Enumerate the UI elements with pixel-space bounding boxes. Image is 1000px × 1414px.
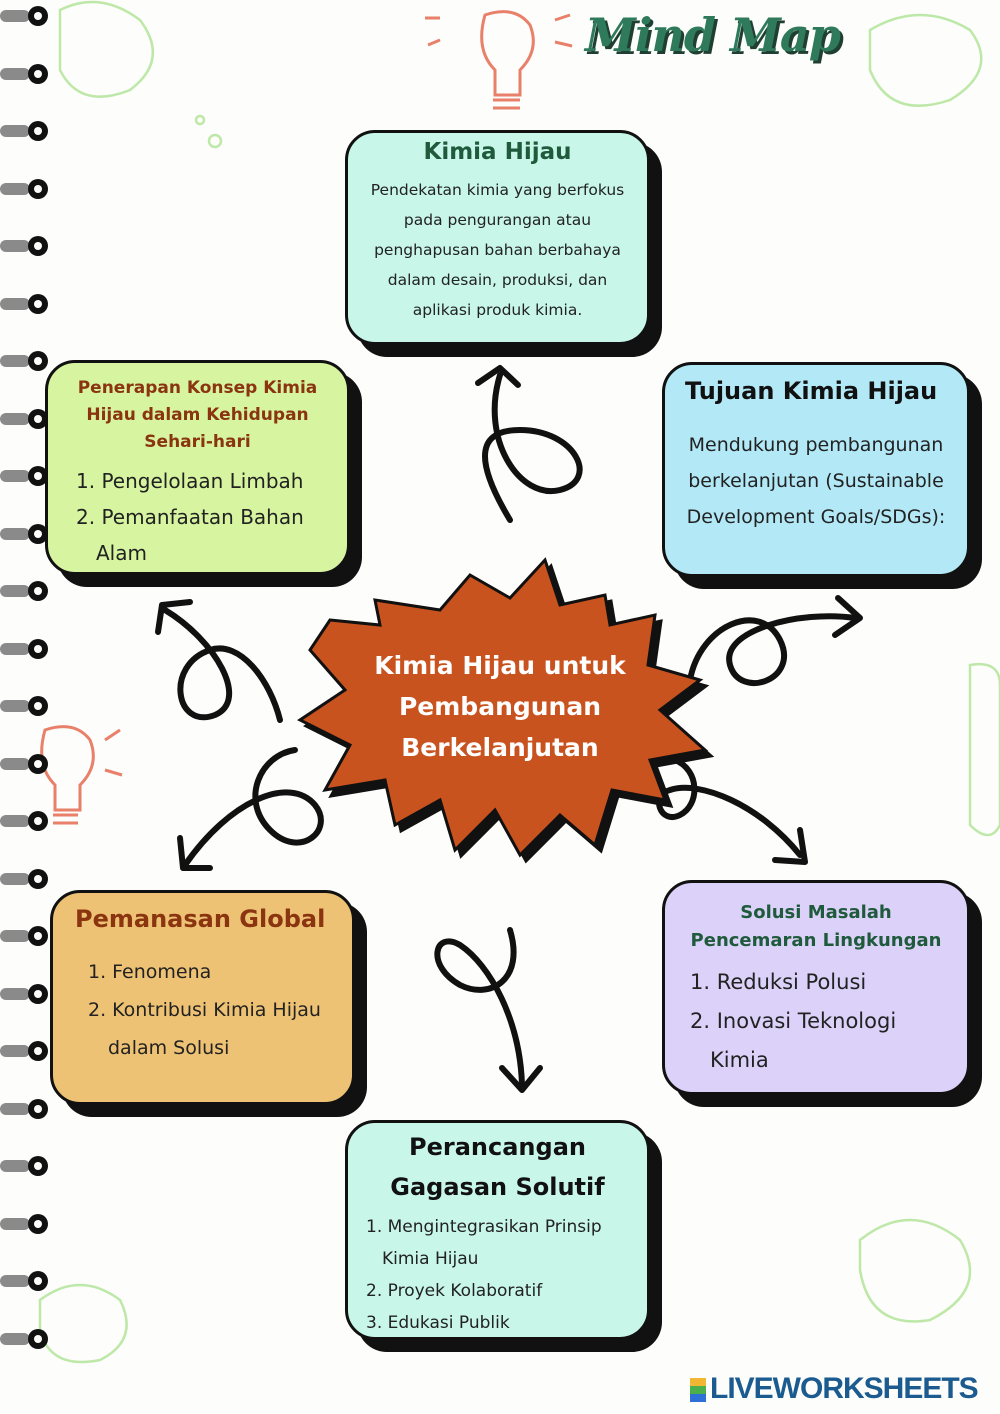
list-item: 1. Pengelolaan Limbah	[76, 463, 304, 499]
box-pemanasan-global: Pemanasan Global 1. Fenomena 2. Kontribu…	[50, 890, 355, 1105]
title-line: Gagasan Solutif	[348, 1167, 647, 1207]
desc-line: Development Goals/SDGs):	[671, 499, 961, 535]
center-line-1: Kimia Hijau untuk	[370, 645, 630, 686]
arrow-downright-icon	[659, 760, 805, 862]
list-item: Kimia Hijau	[366, 1243, 602, 1275]
title-line: Solusi Masalah	[665, 899, 967, 927]
list-item: 2. Proyek Kolaboratif	[366, 1275, 602, 1307]
list-item: Kimia	[690, 1041, 896, 1080]
list-item: 3. Edukasi Publik	[366, 1307, 602, 1339]
title-line: Penerapan Konsep Kimia	[48, 375, 347, 402]
list-item: 2. Inovasi Teknologi	[690, 1002, 896, 1041]
brand-icon	[690, 1378, 706, 1402]
box-tujuan: Tujuan Kimia Hijau Mendukung pembangunan…	[662, 362, 970, 577]
box-list: 1. Fenomena 2. Kontribusi Kimia Hijau da…	[88, 953, 321, 1067]
box-list: 1. Pengelolaan Limbah 2. Pemanfaatan Bah…	[76, 463, 304, 571]
box-title: Solusi Masalah Pencemaran Lingkungan	[665, 899, 967, 955]
box-kimia-hijau: Kimia Hijau Pendekatan kimia yang berfok…	[345, 130, 650, 345]
title-line: Perancangan	[348, 1127, 647, 1167]
arrow-up-icon	[478, 368, 580, 520]
title-line: Sehari-hari	[48, 429, 347, 456]
arrow-upright-icon	[690, 598, 860, 683]
box-solusi: Solusi Masalah Pencemaran Lingkungan 1. …	[662, 880, 970, 1095]
box-title: Pemanasan Global	[75, 905, 352, 933]
arrow-upleft-icon	[158, 602, 280, 720]
arrow-down-icon	[437, 930, 540, 1090]
desc-line: Mendukung pembangunan	[671, 427, 961, 463]
box-penerapan: Penerapan Konsep Kimia Hijau dalam Kehid…	[45, 360, 350, 575]
arrow-downleft-icon	[180, 750, 321, 868]
list-item: 2. Pemanfaatan Bahan	[76, 499, 304, 535]
desc-line: pada pengurangan atau	[356, 205, 639, 235]
desc-line: Pendekatan kimia yang berfokus	[356, 175, 639, 205]
title-line: Pencemaran Lingkungan	[665, 927, 967, 955]
box-list: 1. Reduksi Polusi 2. Inovasi Teknologi K…	[690, 963, 896, 1080]
list-item: dalam Solusi	[88, 1029, 321, 1067]
box-title: Penerapan Konsep Kimia Hijau dalam Kehid…	[48, 375, 347, 456]
center-line-2: Pembangunan	[370, 686, 630, 727]
desc-line: berkelanjutan (Sustainable	[671, 463, 961, 499]
brand-text: LIVEWORKSHEETS	[710, 1372, 978, 1405]
desc-line: penghapusan bahan berbahaya	[356, 235, 639, 265]
center-topic: Kimia Hijau untuk Pembangunan Berkelanju…	[370, 645, 630, 768]
box-title: Perancangan Gagasan Solutif	[348, 1127, 647, 1207]
box-perancangan: Perancangan Gagasan Solutif 1. Menginteg…	[345, 1120, 650, 1340]
list-item: Alam	[76, 535, 304, 571]
box-list: 1. Mengintegrasikan Prinsip Kimia Hijau …	[366, 1211, 602, 1339]
list-item: 1. Reduksi Polusi	[690, 963, 896, 1002]
box-title: Tujuan Kimia Hijau	[685, 377, 967, 405]
box-description: Pendekatan kimia yang berfokus pada peng…	[356, 175, 639, 325]
desc-line: aplikasi produk kimia.	[356, 295, 639, 325]
center-line-3: Berkelanjutan	[370, 727, 630, 768]
list-item: 1. Mengintegrasikan Prinsip	[366, 1211, 602, 1243]
list-item: 2. Kontribusi Kimia Hijau	[88, 991, 321, 1029]
box-title: Kimia Hijau	[348, 139, 647, 165]
title-line: Hijau dalam Kehidupan	[48, 402, 347, 429]
list-item: 1. Fenomena	[88, 953, 321, 991]
desc-line: dalam desain, produksi, dan	[356, 265, 639, 295]
brand-logo: LIVEWORKSHEETS	[690, 1372, 978, 1406]
box-description: Mendukung pembangunan berkelanjutan (Sus…	[671, 427, 961, 535]
